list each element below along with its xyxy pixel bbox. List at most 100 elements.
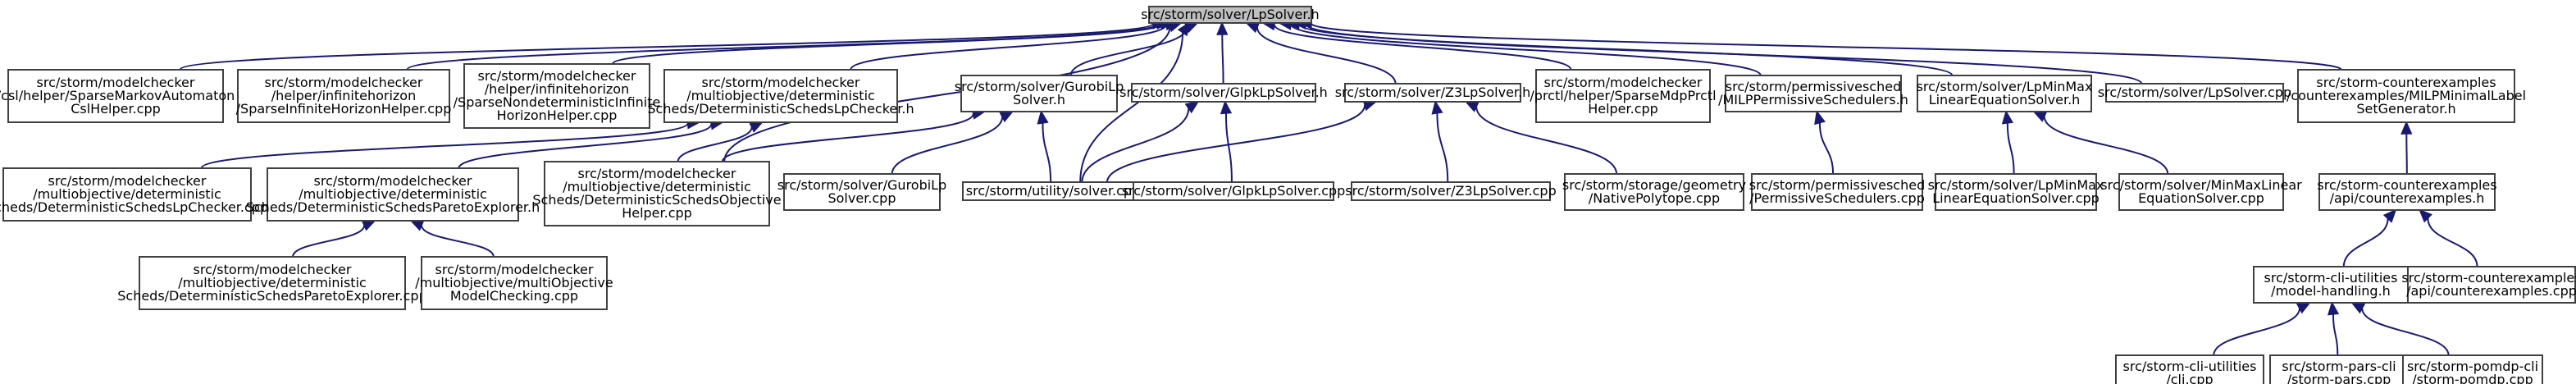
edge-line (2427, 217, 2478, 267)
file-node[interactable]: src/storm/solver/GlpkLpSolver.cpp (1122, 181, 1346, 201)
file-node[interactable]: src/storm/modelchecker/helper/infiniteho… (236, 69, 452, 123)
edge-arrowhead (2419, 208, 2432, 223)
dependency-edge (2400, 121, 2413, 175)
file-node[interactable]: src/storm-counterexamples/api/counterexa… (2317, 173, 2497, 211)
node-label-line: EquationSolver.cpp (2138, 190, 2264, 206)
node-box (139, 256, 406, 310)
node-label-line: /counterexamples/MILPMinimalLabel (2286, 88, 2526, 103)
edge-line (850, 24, 1168, 71)
node-label-line: src/storm-cli-utilities (2264, 270, 2398, 286)
file-node[interactable]: src/storm-counterexamples/counterexample… (2286, 69, 2526, 123)
node-box (2105, 83, 2284, 103)
node-label-line: src/storm/modelchecker (314, 173, 472, 189)
dependency-edge (1216, 21, 1229, 85)
node-label-line: src/storm-counterexamples (2401, 270, 2576, 286)
edge-arrowhead (2382, 208, 2397, 223)
file-node[interactable]: src/storm-counterexamples/api/counterexa… (2401, 266, 2576, 304)
node-box (783, 173, 941, 211)
file-node[interactable]: src/storm/modelchecker/multiobjective/de… (246, 167, 540, 222)
node-box (2, 167, 252, 222)
file-node[interactable]: src/storm/utility/solver.cpp (962, 181, 1144, 201)
file-node[interactable]: src/storm/modelchecker/multiobjective/mu… (415, 256, 613, 310)
node-label-line: Solver.cpp (828, 190, 896, 206)
node-label-line: /api/counterexamples.cpp (2406, 283, 2576, 299)
file-node[interactable]: src/storm/modelchecker/helper/infiniteho… (454, 63, 661, 129)
dependency-edge (1278, 18, 1762, 76)
file-node[interactable]: src/storm/solver/MinMaxLinearEquationSol… (2100, 173, 2302, 211)
file-node[interactable]: src/storm-pars-cli/storm-pars.cpp (2269, 354, 2409, 384)
dependency-edge (2213, 302, 2311, 356)
edge-line (1273, 24, 1572, 71)
file-node[interactable]: src/storm/modelchecker/multiobjective/de… (647, 69, 914, 123)
edge-line (1224, 112, 1233, 183)
edge-line (406, 22, 1159, 71)
node-label-line: src/storm-counterexamples (2317, 177, 2496, 193)
dependency-edge (2419, 208, 2478, 267)
file-node[interactable]: src/storm/modelchecker/prctl/helper/Spar… (1530, 69, 1717, 123)
dependency-edge (1037, 110, 1052, 183)
node-box (2297, 69, 2515, 123)
node-box (2253, 266, 2409, 304)
file-node[interactable]: src/storm/solver/Z3LpSolver.h (1335, 83, 1531, 103)
node-label-line: src/storm/modelchecker (194, 262, 352, 277)
root-file-node[interactable]: src/storm/solver/LpSolver.h (1141, 6, 1320, 24)
node-label-line: /multiobjective/deterministic (299, 186, 487, 202)
node-label-line: /storm-pomdp.cpp (2412, 372, 2533, 384)
edge-line (421, 225, 495, 258)
file-node[interactable]: src/storm/modelchecker/multiobjective/de… (532, 161, 782, 226)
node-label-line: Helper.cpp (1588, 101, 1658, 117)
edge-line (1079, 32, 1184, 183)
node-label-line: src/storm/modelchecker (478, 68, 636, 84)
edge-arrowhead (1220, 100, 1233, 115)
file-node[interactable]: src/storm-cli-utilities/cli.cpp (2115, 354, 2264, 384)
file-node[interactable]: src/storm/modelchecker/csl/helper/Sparse… (0, 69, 235, 123)
edge-line (2043, 116, 2169, 175)
file-node[interactable]: src/storm/solver/LpSolver.cpp (2098, 83, 2291, 103)
dependency-edge (677, 121, 764, 162)
node-label-line: /PermissiveSchedulers.cpp (1749, 190, 1925, 206)
node-label-line: Scheds/DeterministicSchedsLpChecker.cpp (0, 199, 268, 215)
node-label-line: /api/counterexamples.h (2330, 190, 2485, 206)
node-box (421, 256, 608, 310)
file-node[interactable]: src/storm/solver/GlpkLpSolver.h (1119, 83, 1328, 103)
file-node[interactable]: src/storm-pomdp-cli/storm-pomdp.cpp (2402, 354, 2543, 384)
node-box (1564, 173, 1744, 211)
dependency-edge (850, 19, 1179, 71)
file-node[interactable]: src/storm/solver/LpMinMaxLinearEquationS… (1917, 75, 2093, 112)
node-box (2118, 173, 2284, 211)
node-label-line: src/storm/solver/LpMinMax (1917, 79, 2093, 94)
node-label-line: src/storm/storage/geometry (1562, 177, 1746, 193)
edge-arrowhead (2400, 121, 2413, 135)
node-label-line: LinearEquationSolver.h (1929, 92, 2081, 107)
node-box (267, 167, 519, 222)
edge-line (1304, 23, 2143, 85)
file-node[interactable]: src/storm/permissivesched/MILPPermissive… (1718, 75, 1908, 112)
edge-line (1106, 104, 1366, 183)
node-label-line: Helper.cpp (622, 205, 692, 221)
node-box (2318, 173, 2496, 211)
file-node[interactable]: src/storm/solver/Z3LpSolver.cpp (1345, 181, 1557, 201)
node-label-line: src/storm/solver/GurobiLp (955, 79, 1124, 94)
file-node[interactable]: src/storm/solver/LpMinMaxLinearEquationS… (1928, 173, 2104, 211)
file-node[interactable]: src/storm/permissivesched/PermissiveSche… (1749, 173, 1925, 211)
node-label-line: src/storm/permissivesched (1749, 177, 1925, 193)
node-label-line: src/storm/solver/GlpkLpSolver.cpp (1122, 183, 1346, 199)
file-node[interactable]: src/storm-cli-utilities/model-handling.h (2253, 266, 2409, 304)
dependency-edge (891, 111, 1014, 175)
node-label-line: src/storm/permissivesched (1726, 79, 1901, 94)
edge-arrowhead (2001, 110, 2014, 125)
edge-arrowhead (1177, 21, 1191, 37)
file-node[interactable]: src/storm/storage/geometry/NativePolytop… (1562, 173, 1746, 211)
node-box (1351, 181, 1551, 201)
node-label-line: src/storm/solver/GurobiLp (777, 177, 947, 193)
node-label-line: src/storm-cli-utilities (2123, 359, 2257, 374)
file-node[interactable]: src/storm/modelchecker/multiobjective/de… (0, 167, 268, 222)
file-node[interactable]: src/storm/modelchecker/multiobjective/de… (117, 256, 427, 310)
node-label-line: /multiobjective/deterministic (178, 275, 367, 290)
node-label-line: /MILPPermissiveSchedulers.h (1718, 92, 1908, 107)
node-label-line: Scheds/DeterministicSchedsParetoExplorer… (117, 288, 427, 304)
node-label-line: Scheds/DeterministicSchedsLpChecker.h (647, 101, 914, 117)
